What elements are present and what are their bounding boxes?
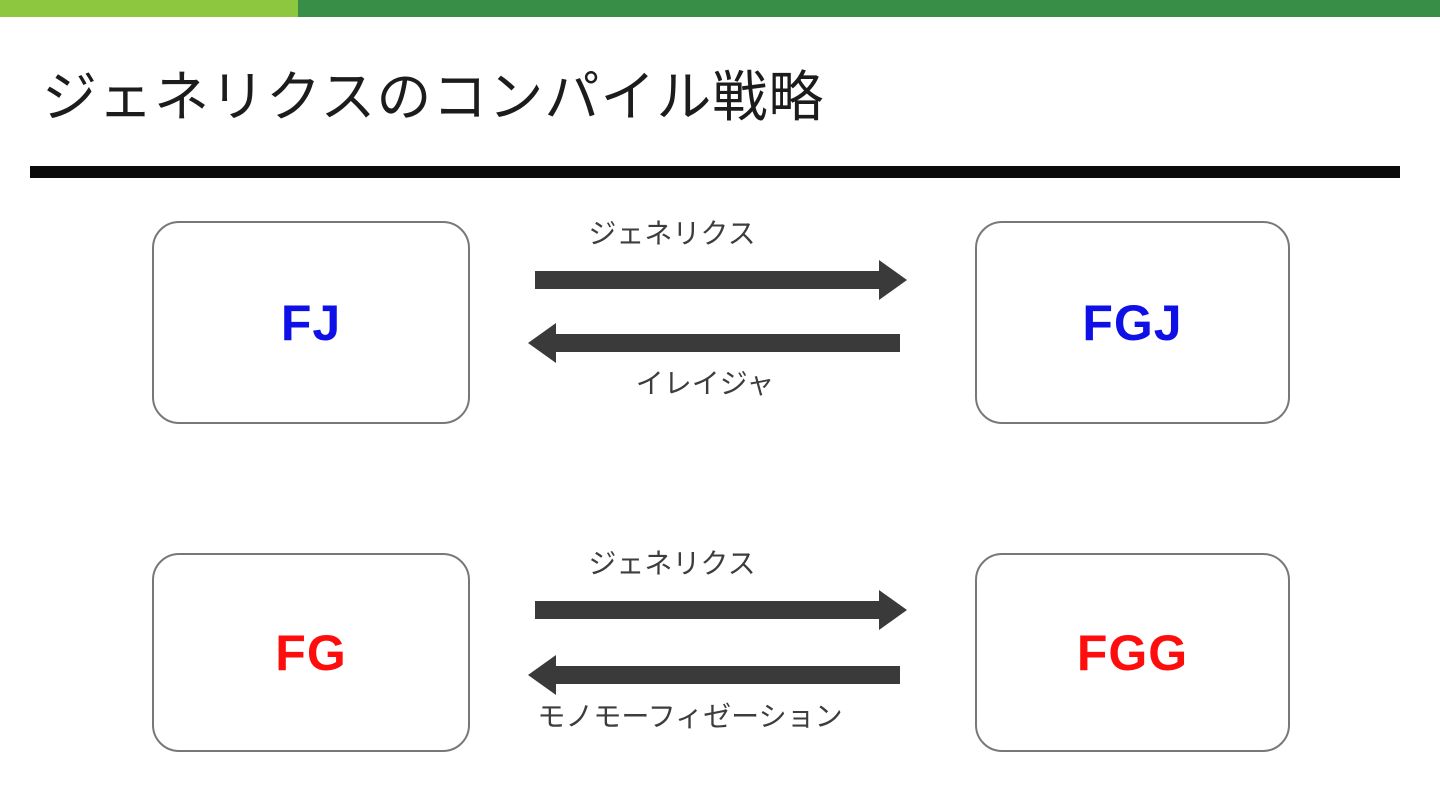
label-generics-bottom: ジェネリクス — [588, 548, 756, 579]
label-generics-top: ジェネリクス — [588, 218, 756, 249]
label-erasure: イレイジャ — [635, 368, 775, 399]
node-fgj: FGJ — [975, 221, 1290, 424]
slide-title: ジェネリクスのコンパイル戦略 — [42, 66, 825, 128]
top-accent-bar — [0, 0, 1440, 17]
node-fg: FG — [152, 553, 470, 752]
top-accent-bar-light-segment — [0, 0, 298, 17]
arrow-left-icon — [528, 323, 900, 363]
node-fj: FJ — [152, 221, 470, 424]
arrow-right-icon — [535, 260, 907, 300]
arrow-left-icon — [528, 655, 900, 695]
label-monomorphization: モノモーフィゼーション — [537, 701, 843, 732]
arrow-right-icon — [535, 590, 907, 630]
title-divider — [30, 166, 1400, 178]
top-accent-bar-dark-segment — [298, 0, 1440, 17]
node-fgg: FGG — [975, 553, 1290, 752]
